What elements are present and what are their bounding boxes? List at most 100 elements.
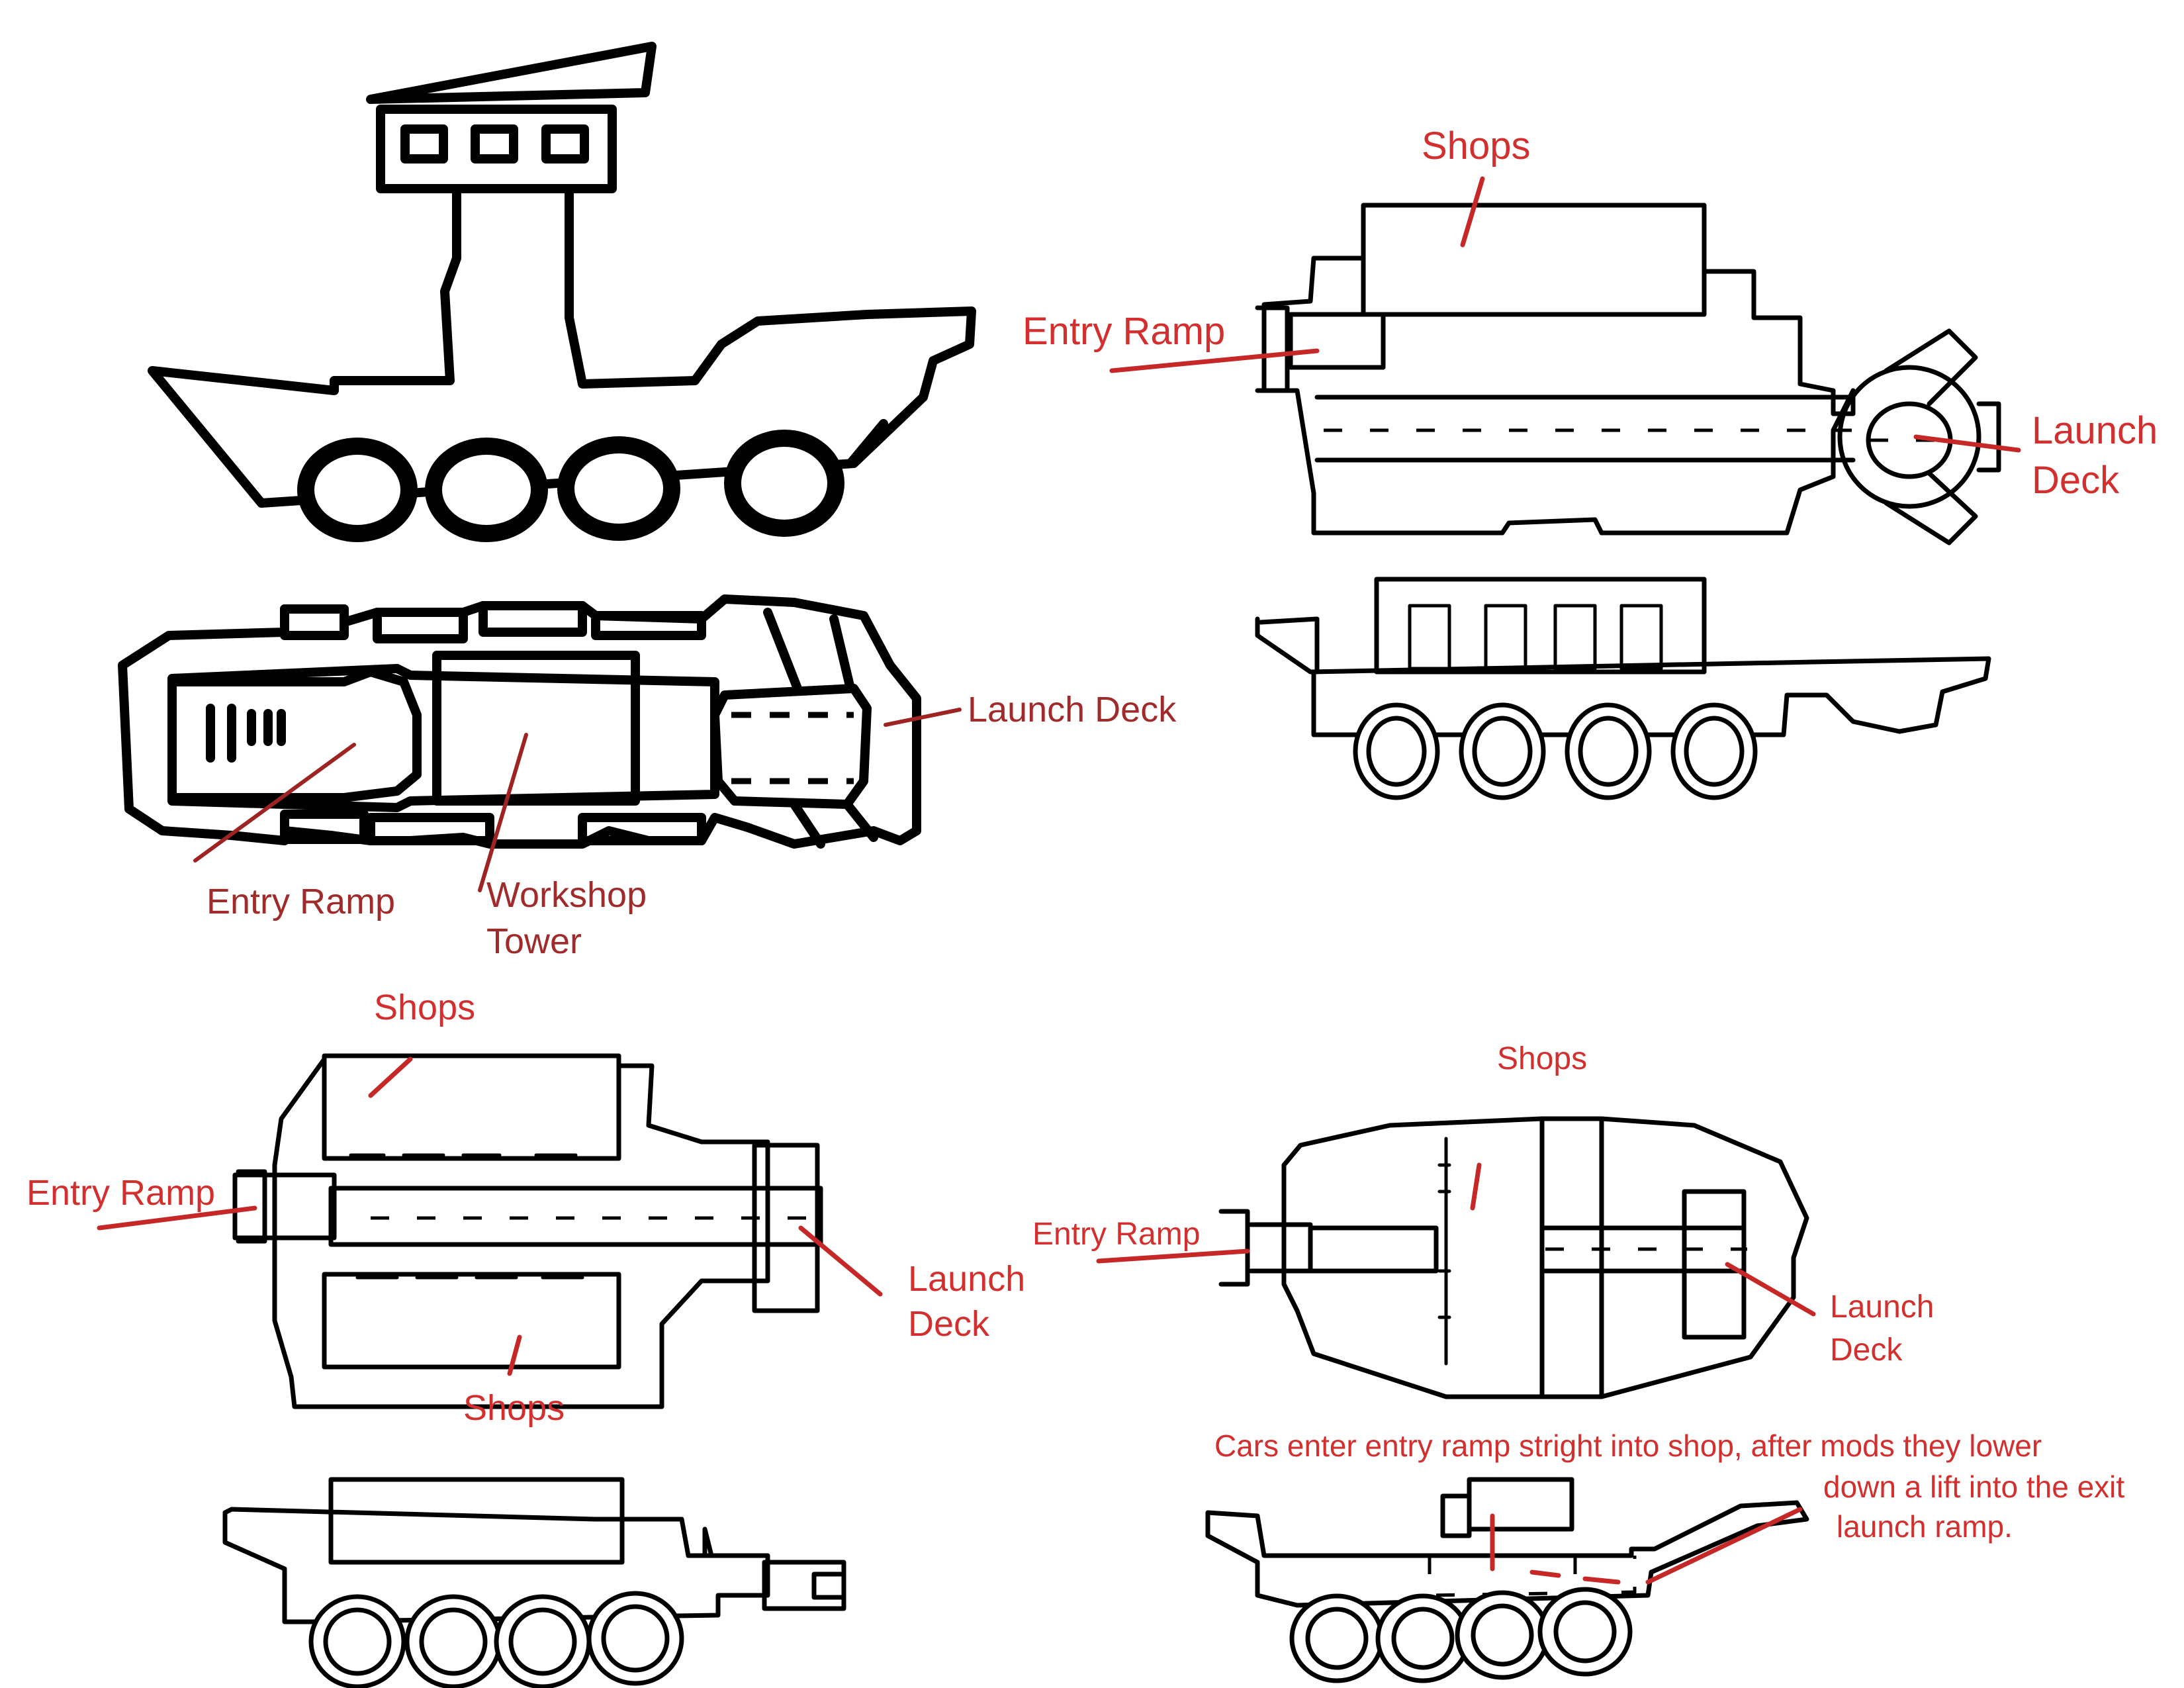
side-pod xyxy=(285,609,344,635)
bl-launch-wings xyxy=(754,1145,817,1311)
note-line-3: launch ramp. xyxy=(1837,1509,2013,1544)
label-deck: Deck xyxy=(908,1304,990,1344)
cab-window xyxy=(475,129,514,159)
leader-line xyxy=(371,1059,410,1096)
br-side-lift xyxy=(1443,1496,1469,1536)
note-line-2: down a lift into the exit xyxy=(1823,1470,2124,1504)
br-hull-right xyxy=(1602,1119,1807,1397)
wheel xyxy=(433,446,539,534)
tr-side-shops xyxy=(1377,579,1704,672)
bl-stern-detail xyxy=(814,1574,844,1597)
label-workshop: Workshop xyxy=(486,875,647,915)
tl-top-view: Launch Deck Entry Ramp Workshop Tower xyxy=(122,599,1177,961)
br-side-hull xyxy=(1208,1503,1807,1605)
label-entry-ramp: Entry Ramp xyxy=(1023,310,1225,353)
shop-bay xyxy=(1410,606,1449,669)
label-deck: Deck xyxy=(1830,1333,1903,1368)
label-shops-bottom: Shops xyxy=(463,1388,565,1428)
label-launch-deck: Launch Deck xyxy=(968,690,1177,729)
leader-line xyxy=(1648,1509,1800,1582)
side-pod xyxy=(371,818,490,841)
shop-bay xyxy=(1621,606,1661,669)
bl-shops-bottom xyxy=(324,1274,619,1367)
leader-line xyxy=(480,735,526,890)
wheel-hub xyxy=(511,1610,574,1673)
wheel-hub xyxy=(1394,1609,1452,1667)
leader-line xyxy=(1532,1572,1559,1575)
label-launch: Launch xyxy=(1830,1289,1934,1325)
br-top-view: Shops Entry Ramp Launch Deck xyxy=(1032,1041,1934,1397)
label-entry-ramp: Entry Ramp xyxy=(206,882,395,921)
tr-launcher-side xyxy=(1979,404,1999,470)
launcher-arm xyxy=(834,619,850,688)
wheel xyxy=(306,446,409,534)
side-pod xyxy=(596,616,702,635)
label-shops: Shops xyxy=(1497,1041,1587,1076)
bl-side-view xyxy=(225,1479,844,1687)
wheel-hub xyxy=(1580,718,1636,784)
br-side-shop xyxy=(1469,1479,1572,1529)
label-launch: Launch xyxy=(908,1259,1025,1299)
tr-entry-ramp-box xyxy=(1291,314,1383,367)
wheel-hub xyxy=(422,1610,485,1673)
shop-bay xyxy=(1486,606,1525,669)
wheel-hub xyxy=(1308,1609,1366,1667)
bl-top-view: Shops Entry Ramp Launch Deck Shops xyxy=(26,988,1025,1428)
wheel-hub xyxy=(1475,718,1530,784)
label-tower: Tower xyxy=(486,921,582,961)
side-pod xyxy=(483,606,582,632)
wheel-hub xyxy=(1473,1606,1531,1664)
bl-side-hull xyxy=(225,1509,768,1622)
side-pod xyxy=(377,612,463,639)
br-launch-wings xyxy=(1684,1192,1744,1337)
launcher-arm xyxy=(768,612,797,688)
cab-window xyxy=(546,129,584,159)
wheel xyxy=(733,438,836,528)
wheel-hub xyxy=(1686,718,1742,784)
tl-hull xyxy=(152,192,972,503)
tr-side-view xyxy=(1257,579,1989,798)
wheel-hub xyxy=(604,1607,667,1670)
tl-side-view xyxy=(152,46,972,534)
tower-roof xyxy=(371,46,652,99)
tr-top-view: Shops Entry Ramp Launch Deck xyxy=(1023,124,2158,543)
br-hull-left xyxy=(1284,1119,1602,1397)
label-launch: Launch xyxy=(2032,409,2158,452)
leader-line xyxy=(1099,1251,1248,1261)
leader-line xyxy=(1585,1579,1618,1582)
br-entry-flap xyxy=(1221,1211,1248,1284)
label-entry-ramp: Entry Ramp xyxy=(1032,1217,1200,1252)
label-entry-ramp: Entry Ramp xyxy=(26,1173,215,1213)
tr-launch-circle xyxy=(1840,367,1979,506)
bl-shops-top xyxy=(324,1056,619,1158)
leader-line xyxy=(886,710,960,725)
leader-line xyxy=(1463,179,1482,245)
tower-cab xyxy=(381,109,612,189)
leader-line xyxy=(1473,1165,1479,1208)
tl-launch-deck xyxy=(715,688,867,804)
br-lift-path xyxy=(1430,1556,1635,1595)
label-deck: Deck xyxy=(2032,459,2120,502)
side-pod xyxy=(582,818,702,841)
wheel xyxy=(566,445,672,532)
leader-line xyxy=(1727,1264,1813,1314)
bl-hull xyxy=(275,1059,768,1407)
leader-line xyxy=(1916,437,2019,450)
leader-line xyxy=(801,1228,880,1294)
shop-bay xyxy=(1555,606,1595,669)
note-line-1: Cars enter entry ramp stright into shop,… xyxy=(1214,1429,2042,1463)
cab-window xyxy=(405,129,443,159)
wheel-hub xyxy=(326,1610,389,1673)
wheel-hub xyxy=(1369,718,1424,784)
br-side-view: Cars enter entry ramp stright into shop,… xyxy=(1208,1429,2124,1681)
tr-shops-block xyxy=(1363,205,1704,314)
wheel-hub xyxy=(1556,1603,1614,1661)
label-shops: Shops xyxy=(1422,124,1530,167)
bl-side-stern xyxy=(764,1562,844,1609)
br-entry-sides xyxy=(1251,1225,1310,1271)
br-entry-box xyxy=(1310,1228,1436,1271)
label-shops-top: Shops xyxy=(374,988,475,1027)
side-pod xyxy=(285,814,364,839)
